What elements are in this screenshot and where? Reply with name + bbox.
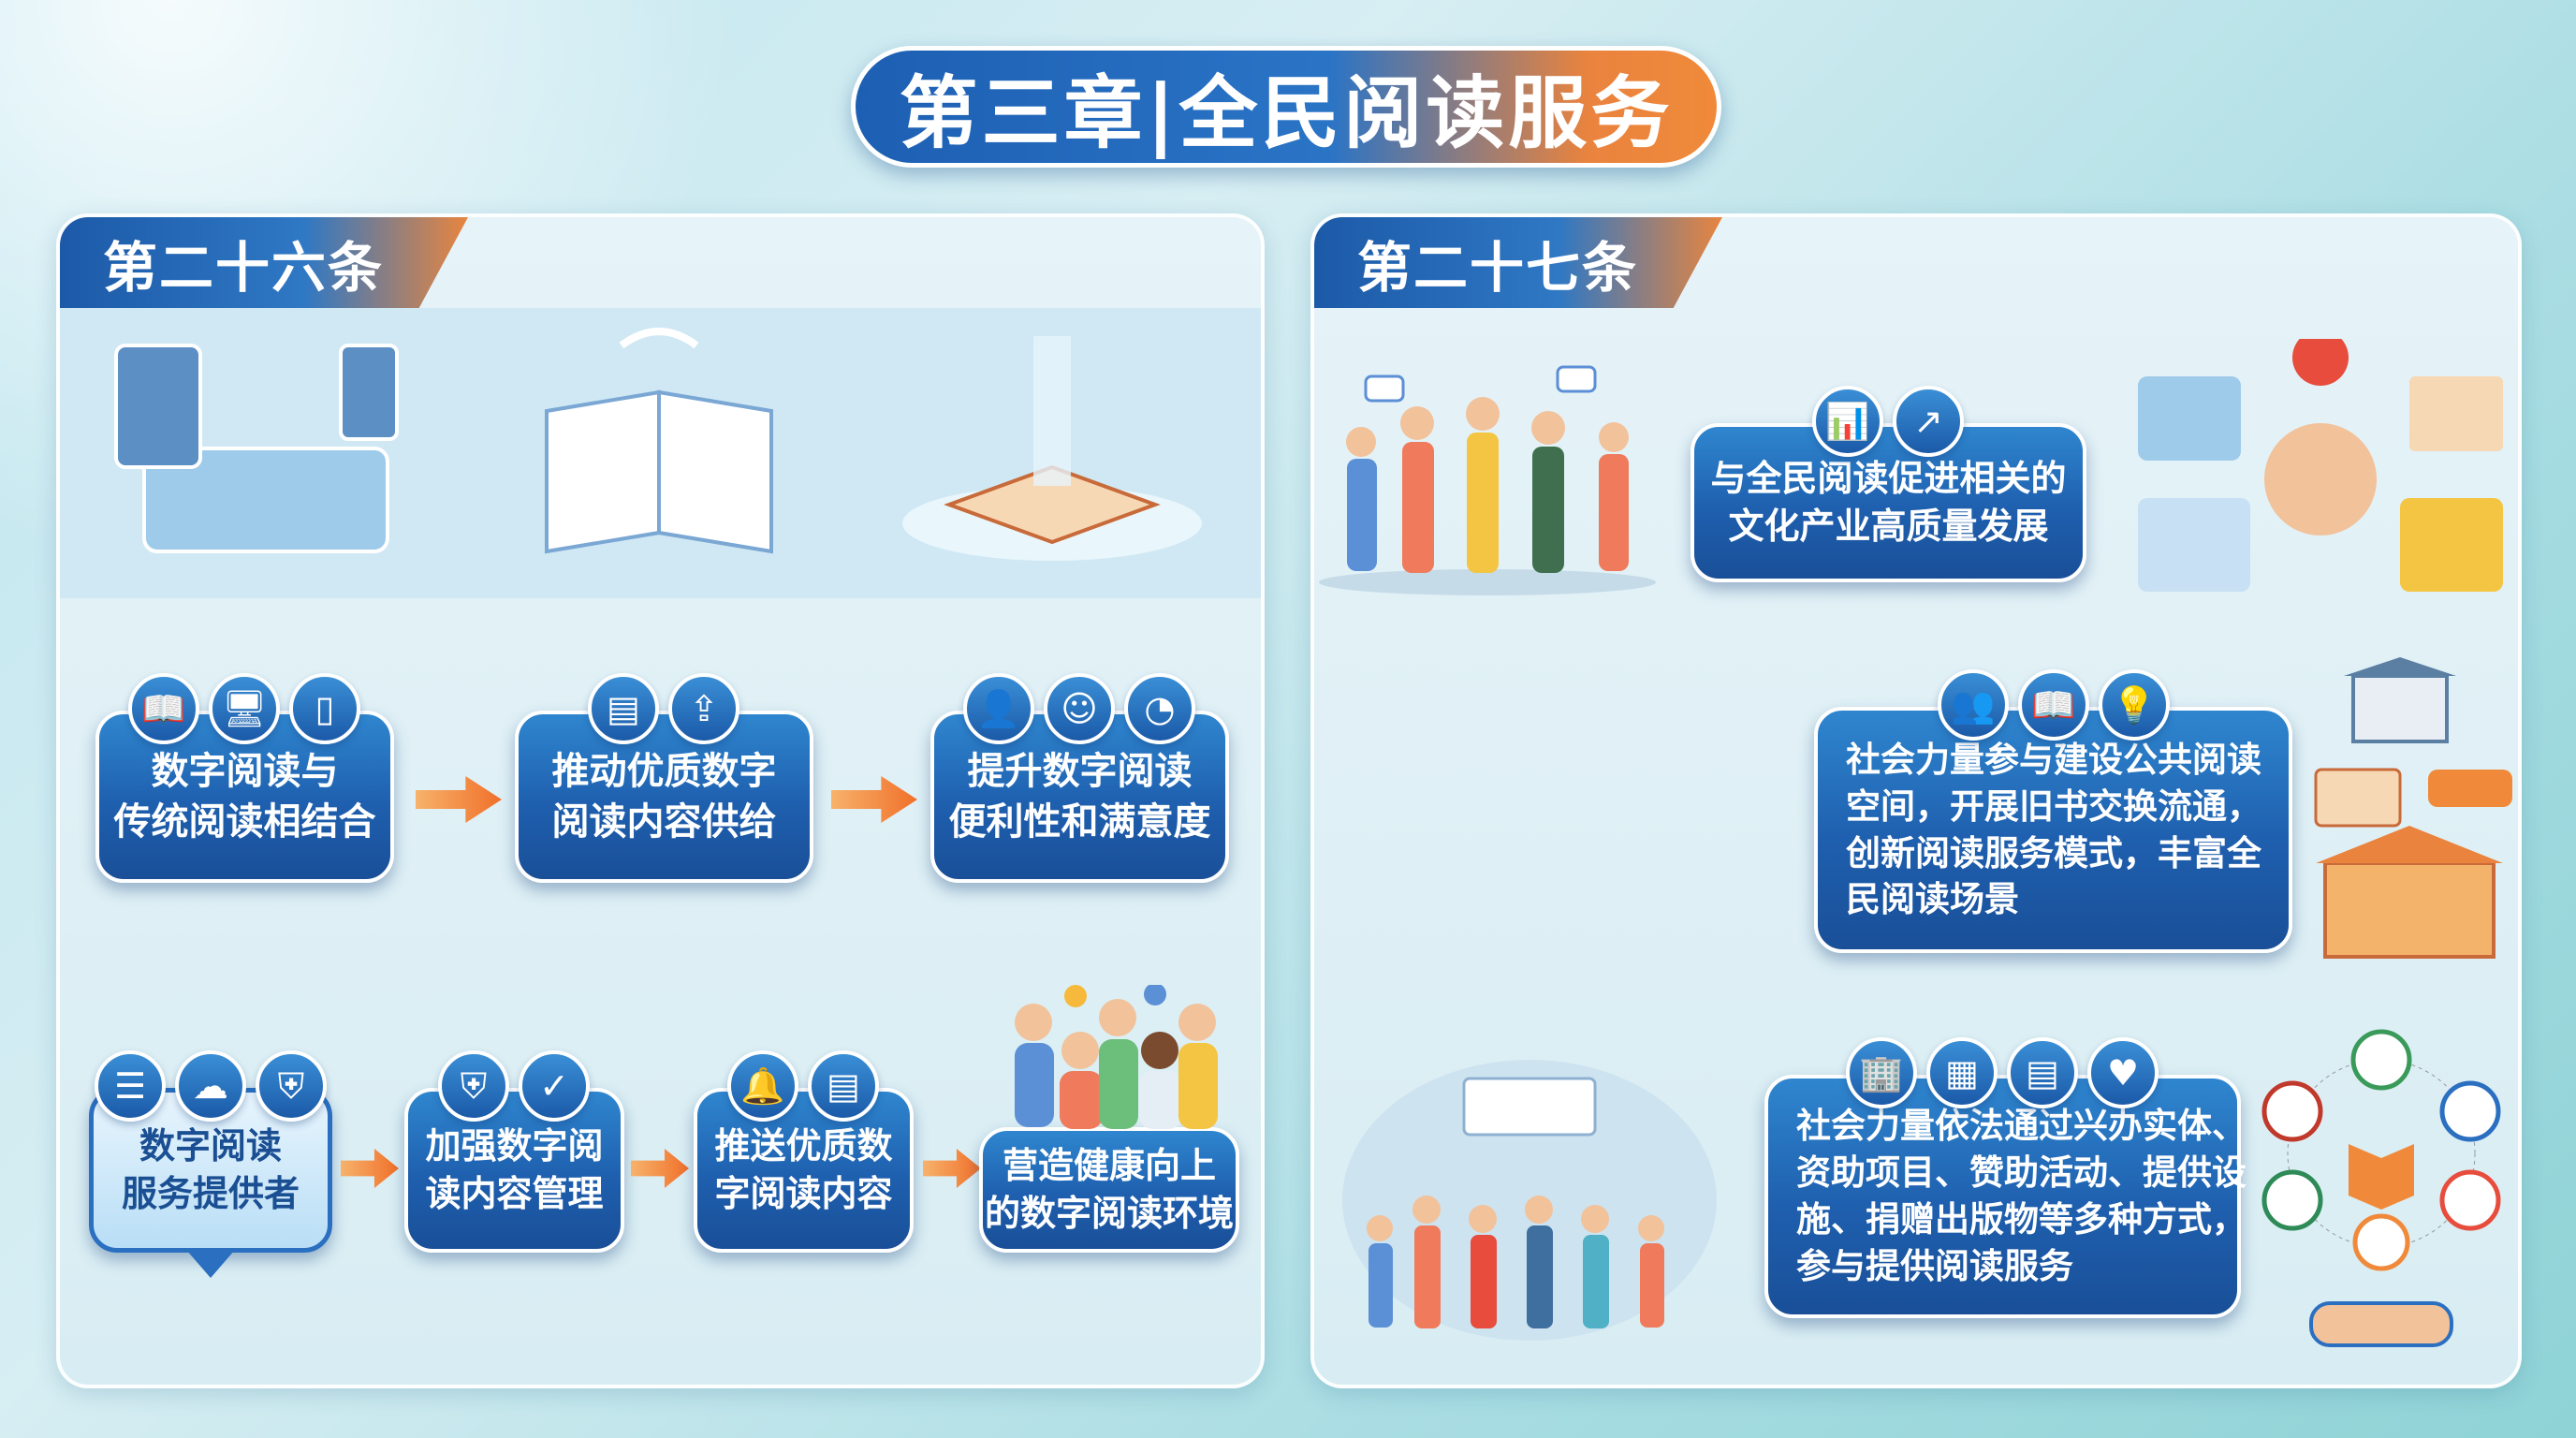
public-reading-space-item: 社会力量参与建设公共阅读 空间，开展旧书交换流通， 创新阅读服务模式，丰富全 民… — [1814, 707, 2292, 953]
icon-group: ⛨✓ — [438, 1050, 590, 1122]
step-content-management: 加强数字阅 读内容管理 — [404, 1088, 624, 1253]
step-healthy-environment: 营造健康向上 的数字阅读环境 — [979, 1127, 1239, 1253]
shield-badge-icon: ⛨ — [438, 1050, 509, 1122]
arrow-right-icon — [416, 776, 502, 823]
icon-group: 📊↗ — [1812, 386, 1964, 457]
step-label: 推动优质数字 阅读内容供给 — [551, 750, 777, 844]
step-label: 提升数字阅读 便利性和满意度 — [948, 750, 1211, 844]
collaboration-hands-illustration — [2138, 339, 2503, 592]
smile-icon: ☺ — [1044, 673, 1115, 744]
document-icon: ▤ — [808, 1050, 879, 1122]
cloud-upload-icon: ☁ — [175, 1050, 246, 1122]
step-quality-content: 推动优质数字 阅读内容供给 — [515, 711, 813, 883]
book-icon: 📖 — [2018, 669, 2089, 741]
arrow-right-icon — [631, 1149, 689, 1188]
heart-hand-icon: ♥ — [2087, 1037, 2159, 1108]
library-book-exchange-illustration — [2314, 657, 2512, 959]
icon-group: 👤☺◔ — [963, 673, 1195, 744]
icon-group: 👥📖💡 — [1938, 669, 2170, 741]
arrow-right-icon — [923, 1149, 981, 1188]
glowing-book-illustration — [902, 336, 1202, 561]
team-collaboration-illustration — [1319, 365, 1656, 595]
item-label: 与全民阅读促进相关的 文化产业高质量发展 — [1710, 457, 2067, 547]
chapter-title: 第三章|全民阅读服务 — [851, 46, 1721, 168]
presentation-icon: ▦ — [1926, 1037, 1998, 1108]
step-label: 数字阅读 服务提供者 — [121, 1124, 300, 1214]
building-icon: 🏢 — [1846, 1037, 1917, 1108]
lightbulb-icon: 💡 — [2099, 669, 2170, 741]
bar-chart-icon: 📊 — [1812, 386, 1883, 457]
document-icon: ▤ — [2007, 1037, 2078, 1108]
community-people-illustration — [1342, 1060, 1717, 1341]
shield-check-icon: ✓ — [519, 1050, 590, 1122]
bell-icon: 🔔 — [727, 1050, 798, 1122]
icon-group: ▤⇪ — [588, 673, 739, 744]
cultural-industry-item: 与全民阅读促进相关的 文化产业高质量发展 — [1690, 423, 2086, 582]
step-label: 数字阅读与 传统阅读相结合 — [113, 750, 376, 844]
organization-logos-illustration — [2261, 1029, 2501, 1347]
user-icon: 👤 — [963, 673, 1034, 744]
people-with-phones-illustration — [1015, 985, 1218, 1129]
callout-tail — [186, 1250, 235, 1278]
devices-icon: 🖥 — [209, 673, 280, 744]
icon-group: ☰☁⛨ — [95, 1050, 327, 1122]
step-push-content: 推送优质数 字阅读内容 — [694, 1088, 914, 1253]
digital-reading-illustration — [60, 308, 1261, 598]
arrow-right-icon — [831, 776, 917, 823]
step-label: 推送优质数 字阅读内容 — [714, 1124, 893, 1214]
item-label: 社会力量参与建设公共阅读 空间，开展旧书交换流通， 创新阅读服务模式，丰富全 民… — [1846, 739, 2261, 920]
article-26-tab: 第二十六条 — [60, 217, 469, 308]
icon-group: 🔔▤ — [727, 1050, 879, 1122]
open-book-illustration — [545, 328, 773, 554]
article-26-panel: 第二十六条 数字阅读与 传统阅读相结合 📖🖥▯ 推动优质数字 阅读内容供给 ▤⇪… — [56, 213, 1265, 1388]
step-label: 营造健康向上 的数字阅读环境 — [984, 1144, 1234, 1234]
icon-group: 📖🖥▯ — [128, 673, 360, 744]
news-icon: ▤ — [588, 673, 659, 744]
community-icon: 👥 — [1938, 669, 2009, 741]
tablet-illustration — [114, 344, 399, 553]
article-27-panel: 第二十七条 与全民阅读促进相关的 文化产业高质量发展 📊↗ 社会力量参与建设公共… — [1310, 213, 2522, 1388]
tablet-icon: ▯ — [289, 673, 360, 744]
book-icon: 📖 — [128, 673, 199, 744]
social-forces-item: 社会力量依法通过兴办实体、 资助项目、赞助活动、提供设 施、捐赠出版物等多种方式… — [1764, 1075, 2247, 1318]
gauge-icon: ◔ — [1124, 673, 1195, 744]
arrow-right-icon — [341, 1149, 399, 1188]
shield-icon: ⛨ — [256, 1050, 327, 1122]
server-icon: ☰ — [95, 1050, 166, 1122]
step-label: 加强数字阅 读内容管理 — [425, 1124, 604, 1214]
upload-icon: ⇪ — [668, 673, 739, 744]
item-label: 社会力量依法通过兴办实体、 资助项目、赞助活动、提供设 施、捐赠出版物等多种方式… — [1796, 1106, 2247, 1286]
trend-up-icon: ↗ — [1893, 386, 1964, 457]
icon-group: 🏢▦▤♥ — [1846, 1037, 2159, 1108]
article-27-tab: 第二十七条 — [1314, 217, 1723, 308]
